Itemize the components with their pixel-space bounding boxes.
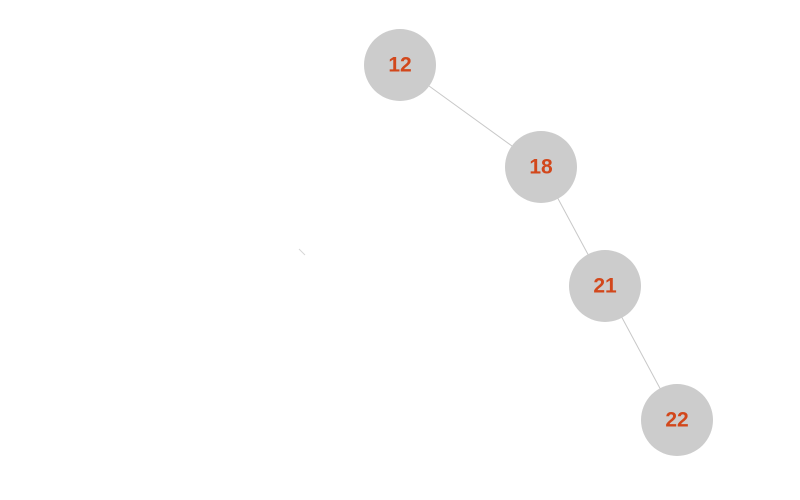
nodes-layer: 12 18 21 22 <box>364 29 713 456</box>
node-circle <box>641 384 713 456</box>
node-circle <box>569 250 641 322</box>
faint-edge-fragment <box>298 248 306 256</box>
node-circle <box>505 131 577 203</box>
tree-node-22[interactable]: 22 <box>641 384 713 456</box>
node-circle <box>364 29 436 101</box>
tree-node-21[interactable]: 21 <box>569 250 641 322</box>
edges-layer <box>298 64 678 421</box>
node-label: 12 <box>388 54 411 77</box>
node-label: 22 <box>665 409 688 432</box>
tree-node-18[interactable]: 18 <box>505 131 577 203</box>
tree-node-12[interactable]: 12 <box>364 29 436 101</box>
node-label: 18 <box>529 156 553 179</box>
node-label: 21 <box>593 275 617 298</box>
